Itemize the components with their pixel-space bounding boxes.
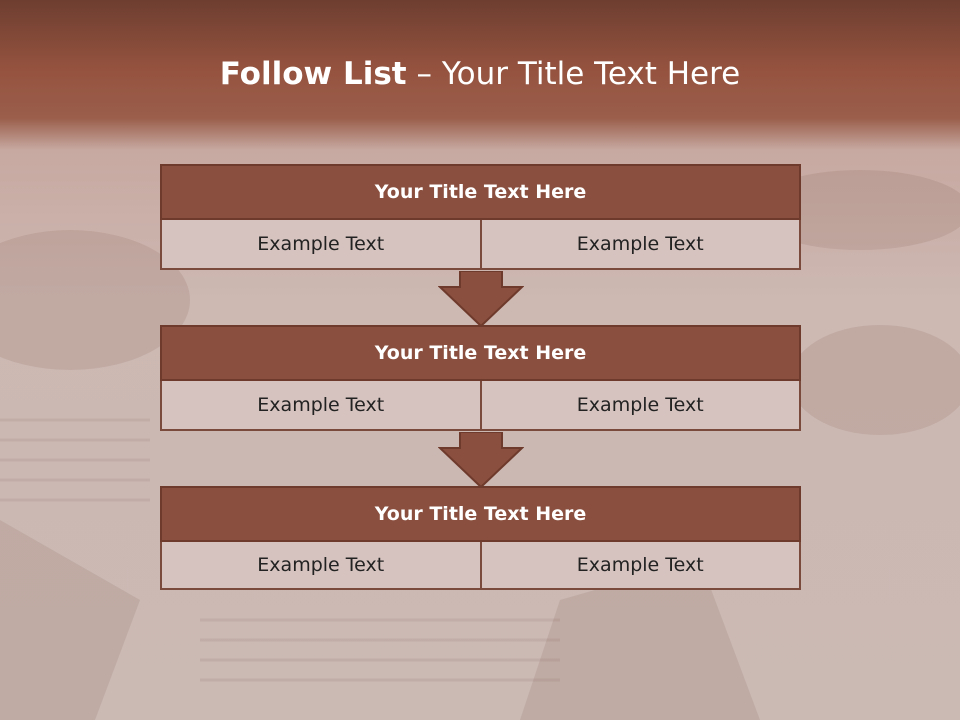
down-arrow-icon: [438, 432, 524, 488]
flow-cell-right: Example Text: [481, 220, 801, 270]
flow-cell-left: Example Text: [160, 381, 482, 431]
slide-title: Follow List – Your Title Text Here: [0, 56, 960, 92]
flow-block-header: Your Title Text Here: [160, 325, 801, 381]
flow-cell-right: Example Text: [481, 542, 801, 590]
flow-block-2: Your Title Text Here Example Text Exampl…: [160, 325, 801, 431]
flow-block-1: Your Title Text Here Example Text Exampl…: [160, 164, 801, 270]
down-arrow-icon: [438, 271, 524, 327]
flow-block-header: Your Title Text Here: [160, 164, 801, 220]
slide-title-rest: – Your Title Text Here: [406, 56, 741, 92]
flow-cell-left: Example Text: [160, 220, 482, 270]
flow-cell-left: Example Text: [160, 542, 482, 590]
flow-block-3: Your Title Text Here Example Text Exampl…: [160, 486, 801, 590]
flow-block-row: Example Text Example Text: [160, 220, 801, 270]
slide-title-bold: Follow List: [219, 56, 407, 92]
flow-block-row: Example Text Example Text: [160, 381, 801, 431]
flow-block-row: Example Text Example Text: [160, 542, 801, 590]
flow-block-header: Your Title Text Here: [160, 486, 801, 542]
flow-cell-right: Example Text: [481, 381, 801, 431]
